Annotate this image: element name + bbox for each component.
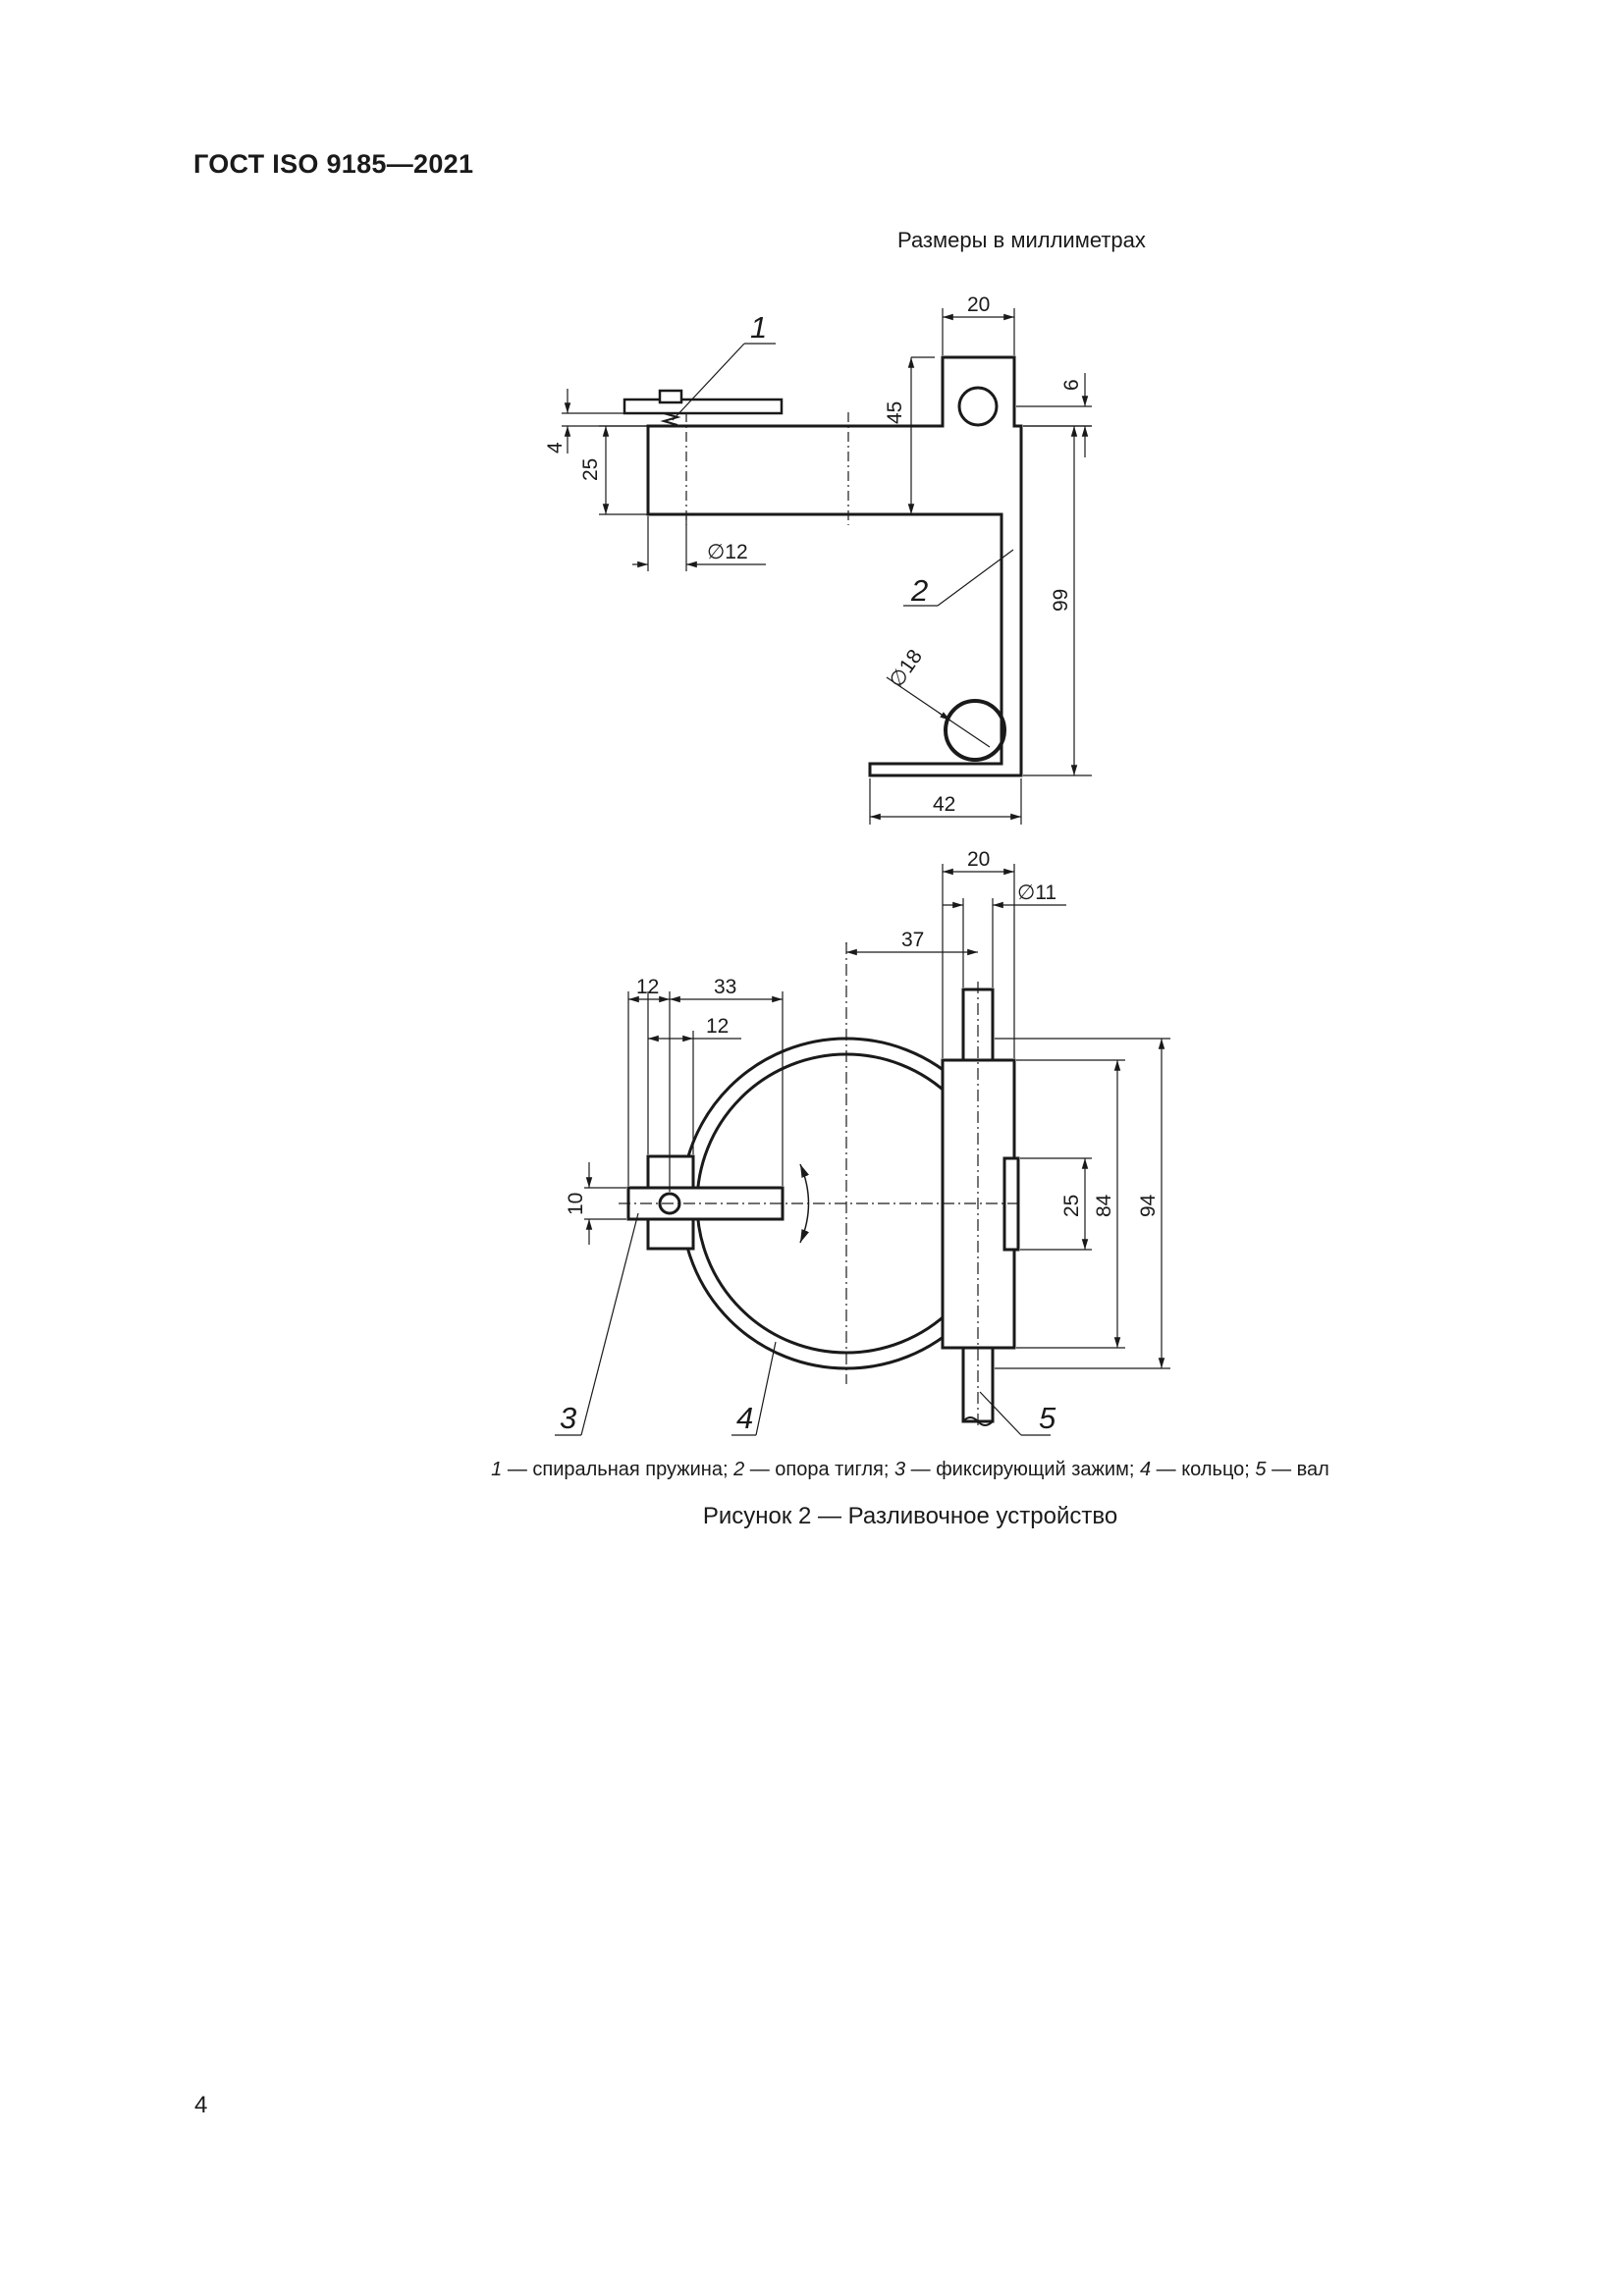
legend-num: 1 <box>491 1459 503 1480</box>
dim-block-height: 84 <box>1093 1194 1115 1217</box>
legend-num: 2 <box>733 1459 745 1480</box>
document-header: ГОСТ ISO 9185—2021 <box>193 149 474 179</box>
dim-arm-offset: 45 <box>884 401 906 424</box>
dim-arm-height: 25 <box>579 458 602 481</box>
dim-flange-height: 25 <box>1060 1195 1083 1217</box>
legend-num: 4 <box>1139 1459 1152 1480</box>
legend-text: — опора тигля; <box>744 1459 894 1480</box>
dim-spring-diameter: ∅12 <box>707 541 748 563</box>
callout-clamp: 3 <box>560 1401 576 1435</box>
dim-roller-diameter: ∅18 <box>885 646 927 692</box>
dim-support-width: 20 <box>967 294 990 316</box>
callout-ring: 4 <box>736 1401 753 1435</box>
dim-clamp-width-a: 12 <box>636 976 659 998</box>
dim-ring-diameter: 94 <box>1137 1194 1160 1217</box>
spring-knob <box>658 389 683 404</box>
units-note: Размеры в миллиметрах <box>897 228 1146 252</box>
callout-crucible-support: 2 <box>910 573 928 608</box>
spring-coil <box>660 412 681 426</box>
legend-num: 3 <box>893 1459 906 1480</box>
front-view <box>555 864 1170 1436</box>
technical-drawing: 20 45 6 99 42 4 25 ∅12 ∅18 1 2 <box>544 294 1170 1436</box>
dim-center-offset: 37 <box>901 929 924 951</box>
dim-spring-offset: 4 <box>544 442 567 454</box>
legend-num: 5 <box>1255 1459 1267 1480</box>
callout-spring: 1 <box>750 310 767 345</box>
dim-block-width: 20 <box>967 848 990 871</box>
dim-base-width: 42 <box>933 793 955 816</box>
spring-plate <box>623 398 784 415</box>
crucible-support-outline <box>646 355 1023 777</box>
legend-text: — фиксирующий зажим; <box>905 1459 1140 1480</box>
support-hole <box>957 386 999 427</box>
dim-clamp-width-b: 12 <box>706 1015 729 1038</box>
dim-clamp-height: 10 <box>565 1193 587 1215</box>
dim-clamp-length: 33 <box>714 976 736 998</box>
legend-text: — кольцо; <box>1151 1459 1256 1480</box>
figure-legend: 1 — спиральная пружина; 2 — опора тигля;… <box>0 1459 1624 1481</box>
dim-shaft-diameter: ∅11 <box>1017 881 1056 904</box>
rotation-arrow <box>799 1163 810 1244</box>
legend-text: — спиральная пружина; <box>502 1459 734 1480</box>
roller <box>944 699 1006 762</box>
page-number: 4 <box>194 2092 208 2118</box>
legend-text: — вал <box>1266 1459 1329 1480</box>
top-view <box>562 308 1092 825</box>
dim-support-height: 99 <box>1050 589 1072 612</box>
callout-shaft: 5 <box>1039 1401 1056 1435</box>
dim-hole-offset: 6 <box>1060 379 1083 391</box>
figure-caption: Рисунок 2 — Разливочное устройство <box>702 1503 1118 1529</box>
